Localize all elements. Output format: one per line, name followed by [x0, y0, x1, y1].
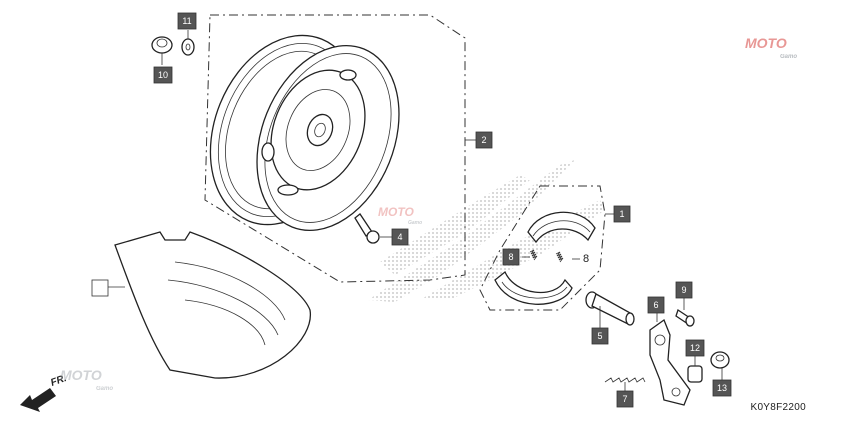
front-direction-arrow: FR. — [20, 373, 68, 412]
svg-text:4: 4 — [397, 232, 402, 242]
front-direction-text: FR. — [49, 373, 68, 389]
bolt — [675, 297, 695, 327]
svg-text:11: 11 — [182, 16, 191, 26]
svg-text:12: 12 — [690, 343, 700, 353]
diagram-code: K0Y8F2200 — [750, 402, 806, 413]
brake-shoe-bracket — [479, 185, 606, 311]
svg-text:6: 6 — [653, 300, 658, 310]
svg-text:8: 8 — [508, 252, 513, 262]
part-label-3[interactable] — [91, 279, 109, 297]
return-spring — [604, 377, 646, 392]
part-label-9[interactable]: 9 — [675, 281, 693, 299]
part-label-8-right[interactable]: 8 — [583, 253, 589, 265]
brake-spring-left — [522, 249, 538, 261]
wheel-assembly-bracket — [204, 14, 466, 283]
valve-stem — [354, 213, 392, 244]
watermark-top-right: MOTO Gamo — [745, 35, 797, 60]
part-label-4[interactable]: 4 — [391, 228, 409, 246]
watermark-tagline: Gamo — [780, 54, 797, 60]
brake-shoe-lower — [494, 270, 573, 305]
brake-shoe-upper — [527, 211, 596, 244]
part-label-1[interactable]: 1 — [613, 205, 631, 223]
svg-text:2: 2 — [481, 135, 486, 145]
part-label-2[interactable]: 2 — [475, 131, 493, 149]
svg-text:7: 7 — [622, 394, 627, 404]
axle-nut — [151, 36, 173, 65]
svg-text:5: 5 — [597, 331, 602, 341]
part-label-11[interactable]: 11 — [177, 12, 197, 30]
svg-text:10: 10 — [158, 70, 168, 80]
tire — [114, 231, 311, 379]
svg-text:9: 9 — [681, 285, 686, 295]
part-label-10[interactable]: 10 — [153, 66, 173, 84]
rear-wheel — [209, 34, 400, 232]
watermark-brand: MOTO — [745, 35, 787, 51]
watermark-tagline-left: Gamo — [96, 386, 113, 392]
part-label-12[interactable]: 12 — [685, 339, 705, 357]
part-label-6[interactable]: 6 — [647, 296, 665, 314]
watermark-center: MOTO Gamo — [378, 205, 422, 226]
watermark-tagline-center: Gamo — [408, 220, 422, 226]
watermark-brand-left: MOTO — [60, 367, 102, 383]
part-label-8-left[interactable]: 8 — [502, 248, 520, 266]
svg-text:13: 13 — [717, 383, 727, 393]
part-label-13[interactable]: 13 — [712, 379, 732, 397]
lock-nut — [710, 351, 730, 380]
svg-text:8: 8 — [583, 253, 589, 265]
part-label-7[interactable]: 7 — [616, 390, 634, 408]
brake-spring-right — [555, 251, 580, 263]
brake-arm — [649, 310, 691, 406]
washer — [181, 30, 195, 56]
watermark-bottom-left: MOTO Gamo — [60, 367, 113, 392]
svg-text:1: 1 — [619, 209, 624, 219]
brake-cam — [585, 291, 635, 328]
part-label-5[interactable]: 5 — [591, 327, 609, 345]
watermark-brand-center: MOTO — [378, 205, 414, 219]
collar — [687, 352, 703, 383]
